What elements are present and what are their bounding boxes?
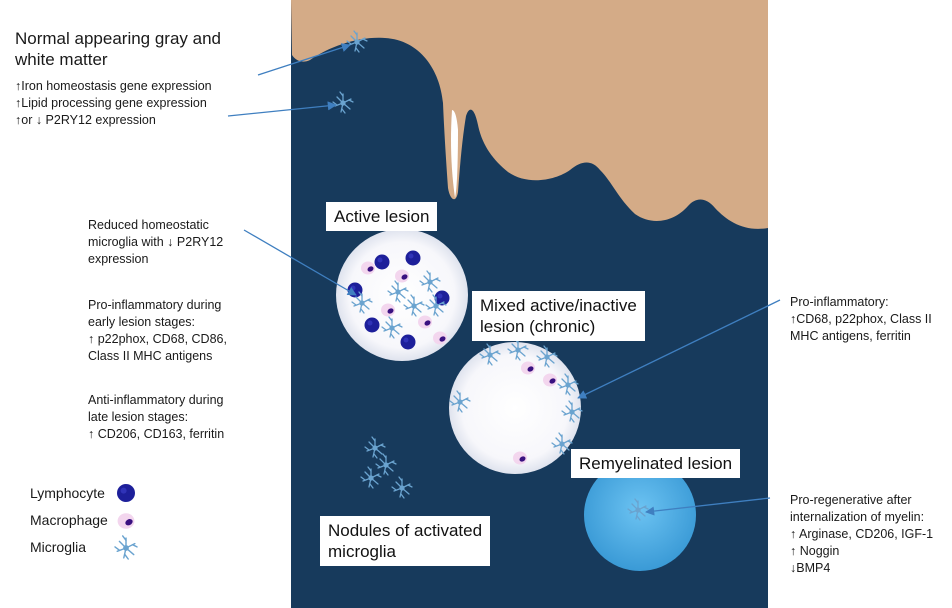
remyelinated-lesion-label: Remyelinated lesion: [571, 449, 741, 478]
mixed-lesion-label: Mixed active/inactive lesion (chronic): [472, 291, 645, 341]
normal-tissue-notes: ↑Iron homeostasis gene expression ↑Lipid…: [15, 79, 212, 127]
legend-microglia-icon: [114, 535, 138, 560]
pro-inflammatory-chronic-note: Pro-inflammatory: ↑CD68, p22phox, Class …: [790, 295, 932, 343]
legend-lymphocyte-icon: [117, 484, 135, 502]
legend-microglia-label: Microglia: [30, 539, 87, 555]
connector-arrows: [227, 43, 781, 516]
arrow-to-white-matter: [227, 101, 337, 117]
normal-tissue-title: Normal appearing gray and white matter: [15, 29, 222, 69]
legend-lymphocyte-label: Lymphocyte: [30, 485, 105, 501]
nodules-label: Nodules of activated microglia: [320, 516, 491, 566]
arrow-to-active-lesion: [243, 229, 357, 296]
pro-regenerative-note: Pro-regenerative after internalization o…: [790, 493, 934, 575]
gray-matter-cortex: [291, 0, 768, 229]
pro-inflammatory-early-note: Pro-inflammatory during early lesion sta…: [88, 298, 227, 363]
legend-macrophage-icon: [117, 513, 135, 529]
arrow-to-gray-matter: [257, 43, 351, 76]
reduced-microglia-note: Reduced homeostatic microglia with ↓ P2R…: [88, 218, 224, 266]
sulcus-gap: [451, 110, 458, 198]
legend-macrophage-label: Macrophage: [30, 512, 108, 528]
arrow-to-mixed-lesion-rim: [577, 299, 781, 399]
active-lesion-label: Active lesion: [326, 202, 438, 231]
arrow-to-remyelinated-lesion: [645, 497, 771, 516]
remyelinated-lesion-circle: [584, 459, 696, 571]
anti-inflammatory-late-note: Anti-inflammatory during late lesion sta…: [88, 393, 225, 441]
